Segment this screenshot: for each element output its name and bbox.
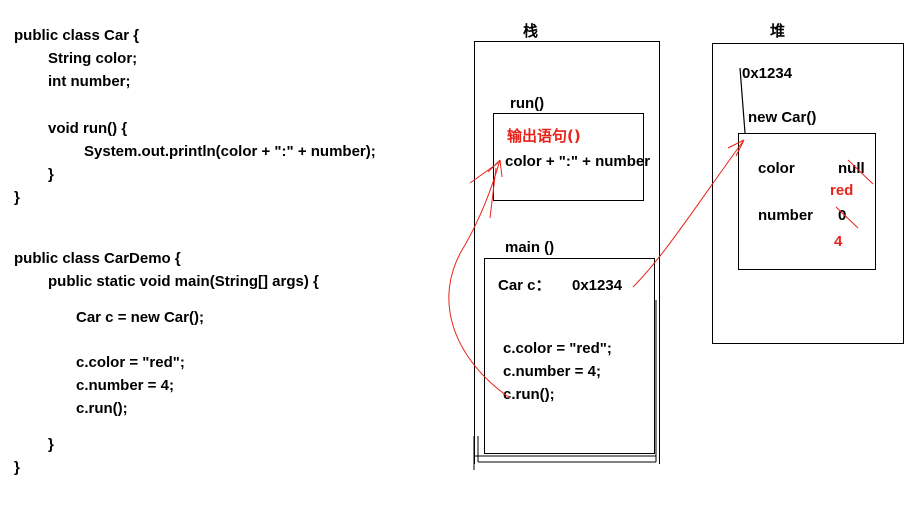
heap-object-label: new Car() [748, 109, 817, 126]
code-line-run-close: } [48, 166, 54, 183]
main-statement-color: c.color = "red"; [503, 340, 612, 357]
code-line-field-number: int number; [48, 73, 131, 90]
code-line-assign-color: c.color = "red"; [76, 354, 185, 371]
field-number-name: number [758, 207, 814, 224]
code-line-class-cardemo: public class CarDemo { [14, 250, 181, 267]
code-line-println: System.out.println(color + ":" + number)… [84, 143, 376, 160]
code-line-main-close: } [48, 436, 54, 453]
code-line-car-close: } [14, 189, 20, 206]
code-line-class-car: public class Car { [14, 27, 140, 44]
heap-address: 0x1234 [742, 65, 793, 82]
run-frame-label: run() [510, 95, 545, 112]
code-line-run-decl: void run() { [48, 120, 128, 137]
stack-title: 栈 [523, 22, 539, 40]
main-var-value: 0x1234 [572, 277, 623, 294]
code-line-call-run: c.run(); [76, 400, 128, 417]
code-line-new-car: Car c = new Car(); [76, 309, 204, 326]
code-line-field-color: String color; [48, 50, 138, 67]
field-number-new-value: 4 [834, 233, 843, 250]
main-frame-label: main () [505, 239, 555, 256]
field-color-old-value: null [838, 160, 865, 177]
run-frame-expression: color + ":" + number [505, 153, 651, 170]
code-line-main-decl: public static void main(String[] args) { [48, 273, 319, 290]
main-statement-run: c.run(); [503, 386, 555, 403]
code-line-assign-number: c.number = 4; [76, 377, 174, 394]
car-object [738, 133, 876, 270]
field-color-new-value: red [830, 182, 854, 199]
main-statement-number: c.number = 4; [503, 363, 601, 380]
code-line-cardemo-close: } [14, 459, 20, 476]
field-color-name: color [758, 160, 795, 177]
output-statement-note: 输出语句() [507, 127, 581, 145]
field-number-old-value: 0 [838, 207, 847, 224]
heap-title: 堆 [770, 22, 786, 40]
main-var-name: Car c： [498, 277, 551, 294]
